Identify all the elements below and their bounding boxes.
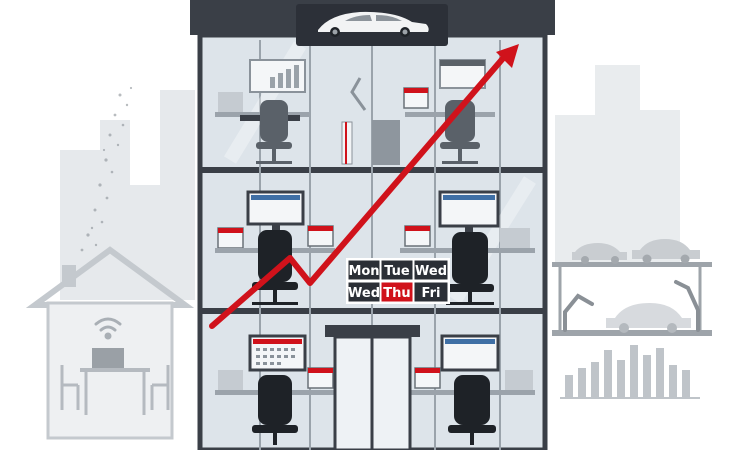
- calendar-icon: [307, 225, 334, 247]
- city-skyline-right: [555, 65, 680, 265]
- day-label: Mon: [348, 264, 379, 279]
- top-floor: [215, 59, 495, 165]
- calendar-icon: [403, 87, 429, 109]
- bar-chart-icon: [560, 345, 700, 399]
- office-chair-icon: [446, 232, 494, 305]
- car-on-line-1: [572, 243, 627, 264]
- laptop-desk: [60, 348, 170, 415]
- city-skyline-left: [60, 90, 195, 300]
- office-chair-icon: [256, 100, 292, 164]
- dust-particles: [80, 86, 133, 252]
- day-board: Mon Tue Wed Wed Thu Fri: [346, 258, 450, 304]
- factory-line-icon: [552, 239, 712, 399]
- day-board-row-1: Mon Tue Wed: [347, 259, 449, 281]
- calendar-icon: [248, 334, 307, 372]
- entrance-door: [325, 325, 420, 450]
- office-chair-icon: [448, 375, 496, 445]
- monitor: [246, 190, 305, 230]
- day-board-row-2: Wed Thu Fri: [347, 281, 449, 303]
- calendar-icon: [307, 367, 334, 389]
- calendar-icon: [217, 227, 244, 249]
- bar-chart-icon: [249, 59, 306, 93]
- day-label: Wed: [415, 264, 447, 279]
- calendar-icon: [414, 367, 441, 389]
- day-label-highlighted: Thu: [383, 286, 410, 301]
- day-label: Fri: [422, 286, 441, 301]
- day-label: Wed: [348, 286, 380, 301]
- calendar-icon: [404, 225, 431, 247]
- car-on-line-2: [632, 239, 700, 264]
- calendar-icon: [439, 59, 486, 89]
- rooftop-sign: [296, 4, 448, 46]
- monitor: [440, 334, 500, 372]
- car-on-line-3: [606, 303, 691, 333]
- monitor: [438, 190, 500, 232]
- office-chair-icon: [252, 375, 298, 445]
- day-label: Tue: [384, 264, 410, 279]
- robot-arm-icon: [563, 280, 700, 332]
- ground-floor: [215, 325, 535, 450]
- desk-lamp: [350, 77, 367, 111]
- wifi-icon: [94, 317, 122, 340]
- office-chair-icon: [440, 100, 480, 164]
- middle-floor: [215, 190, 535, 305]
- car-icon: [318, 11, 429, 37]
- trend-up-arrow-icon: [209, 44, 519, 329]
